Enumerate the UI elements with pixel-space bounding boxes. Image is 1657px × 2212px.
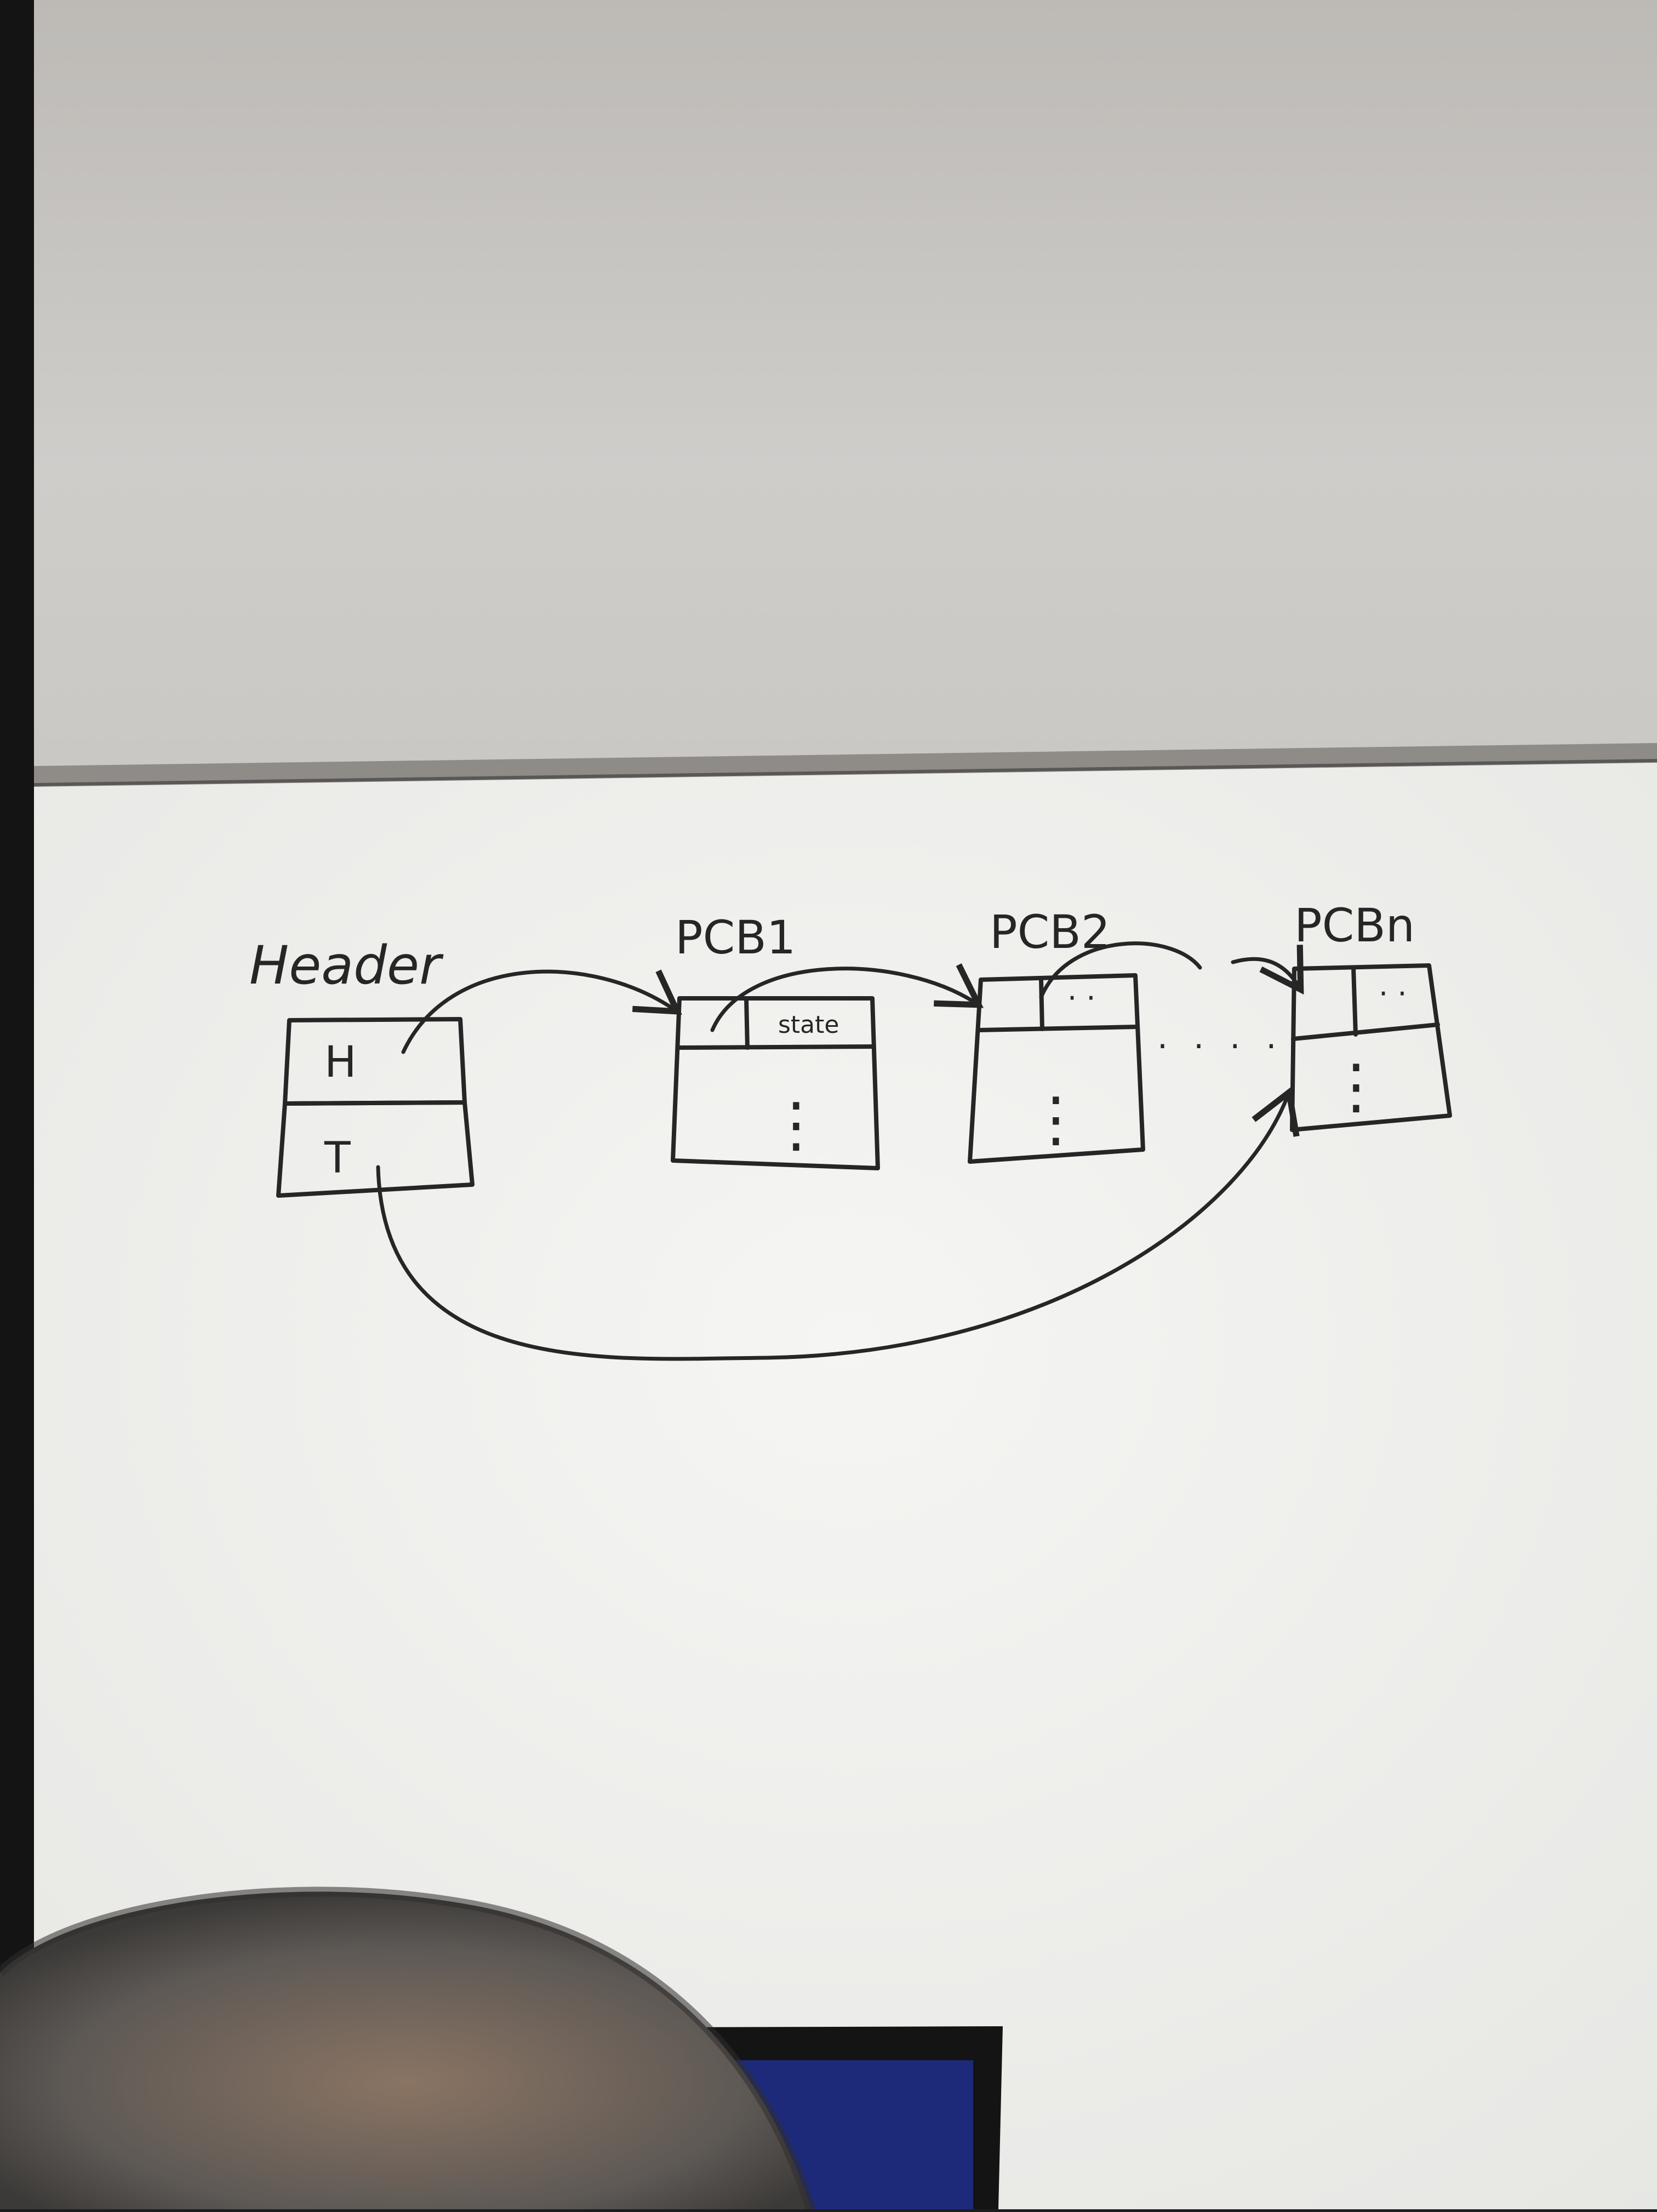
pcbn-header-divider bbox=[1291, 1022, 1440, 1041]
pcb1-ellipsis: ⋮ bbox=[766, 1089, 826, 1159]
arrows bbox=[376, 941, 1304, 1361]
gap-marker: · · · · bbox=[1157, 1027, 1284, 1066]
whiteboard bbox=[34, 761, 1657, 2209]
header-tail-label: T bbox=[324, 1134, 351, 1183]
person-head-outline bbox=[0, 1887, 816, 2211]
pcb2-field-divider bbox=[1039, 976, 1044, 1031]
pcbn-node bbox=[1290, 963, 1452, 1132]
arrow-pcb2-to-pcbn bbox=[1231, 945, 1304, 995]
arrow-pcb2-segment bbox=[1039, 941, 1202, 999]
pcbn-title: PCBn bbox=[1294, 899, 1415, 952]
whiteboard-edge-line bbox=[33, 759, 1657, 786]
arrow-pcb1-to-pcb2 bbox=[710, 963, 984, 1032]
door-frame bbox=[0, 0, 34, 2209]
pcbn-field-label: · · bbox=[1379, 976, 1407, 1011]
header-head-label: H bbox=[324, 1038, 357, 1087]
pcbn-ellipsis: ⋮ bbox=[1326, 1051, 1386, 1121]
pcb1-field-label: state bbox=[778, 1011, 839, 1039]
pcb2-ellipsis: ⋮ bbox=[1026, 1084, 1086, 1154]
pcb1-field-divider bbox=[744, 996, 750, 1050]
arrow-tail-to-pcbn bbox=[376, 1087, 1300, 1361]
wall bbox=[0, 0, 1657, 778]
pcb2-header-divider bbox=[976, 1025, 1139, 1032]
pcb1-node bbox=[671, 996, 880, 1170]
pcb1-header-divider bbox=[676, 1044, 876, 1050]
whiteboard-top-edge bbox=[34, 743, 1657, 787]
pcb2-field-label: · · bbox=[1067, 981, 1096, 1015]
pcbn-field-divider bbox=[1351, 965, 1358, 1037]
header-structure bbox=[276, 1017, 475, 1198]
header-tail-cell bbox=[276, 1100, 475, 1198]
arrow-head-to-pcb1 bbox=[401, 969, 682, 1054]
pcb2-node bbox=[968, 973, 1145, 1164]
pcb1-title: PCB1 bbox=[675, 911, 796, 964]
person-head bbox=[0, 1891, 811, 2209]
header-title: Header bbox=[249, 935, 444, 996]
